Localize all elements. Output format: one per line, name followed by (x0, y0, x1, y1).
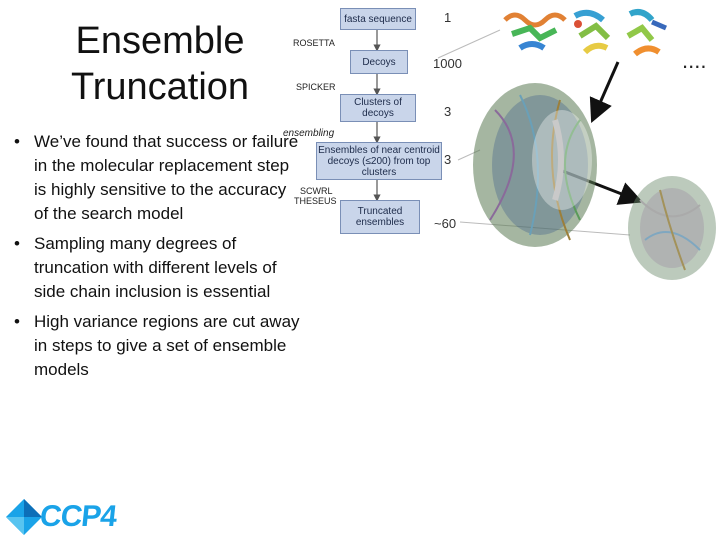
label-rosetta: ROSETTA (293, 38, 335, 48)
bullet-dot: • (14, 312, 20, 331)
title-line-2: Truncation (70, 66, 250, 108)
label-spicker: SPICKER (296, 82, 336, 92)
box-truncated-ensembles: Truncated ensembles (340, 200, 420, 234)
connector-top (437, 29, 501, 59)
bullet-item: • High variance regions are cut away in s… (14, 310, 304, 382)
box-decoys: Decoys (350, 50, 408, 74)
slide-title: Ensemble Truncation (40, 18, 280, 110)
label-scwrl: SCWRL (300, 186, 333, 196)
more-dots: .... (682, 48, 707, 73)
count-1: 1 (444, 10, 452, 25)
label-theseus: THESEUS (294, 196, 337, 206)
title-line-1: Ensemble (75, 20, 245, 62)
box-ensembles-near-centroid: Ensembles of near centroid decoys (≤200)… (316, 142, 442, 180)
protein-cartoons (503, 9, 667, 57)
label-ensembling: ensembling (283, 128, 335, 139)
ensemble-blob (473, 83, 597, 247)
box-clusters-of-decoys: Clusters of decoys (340, 94, 416, 122)
count-3a: 3 (444, 104, 452, 119)
bullet-dot: • (14, 234, 20, 253)
box-fasta-sequence: fasta sequence (340, 8, 416, 30)
truncated-blob (628, 176, 716, 280)
count-60: ~60 (434, 216, 457, 231)
bullet-item: • Sampling many degrees of truncation wit… (14, 232, 304, 304)
bullet-item: • We’ve found that success or failure in … (14, 130, 304, 226)
bullet-text: Sampling many degrees of truncation with… (34, 234, 277, 301)
bold-arrow-1 (589, 61, 620, 123)
ccp4-logo-icon (6, 499, 42, 535)
bullet-text: High variance regions are cut away in st… (34, 312, 300, 379)
ccp4-logo-text: CCP4 (38, 500, 118, 533)
bullet-list: • We’ve found that success or failure in … (14, 130, 304, 388)
count-3b: 3 (444, 152, 452, 167)
bullet-dot: • (14, 132, 20, 151)
count-1000: 1000 (433, 56, 462, 71)
bullet-text: We’ve found that success or failure in t… (34, 132, 299, 223)
